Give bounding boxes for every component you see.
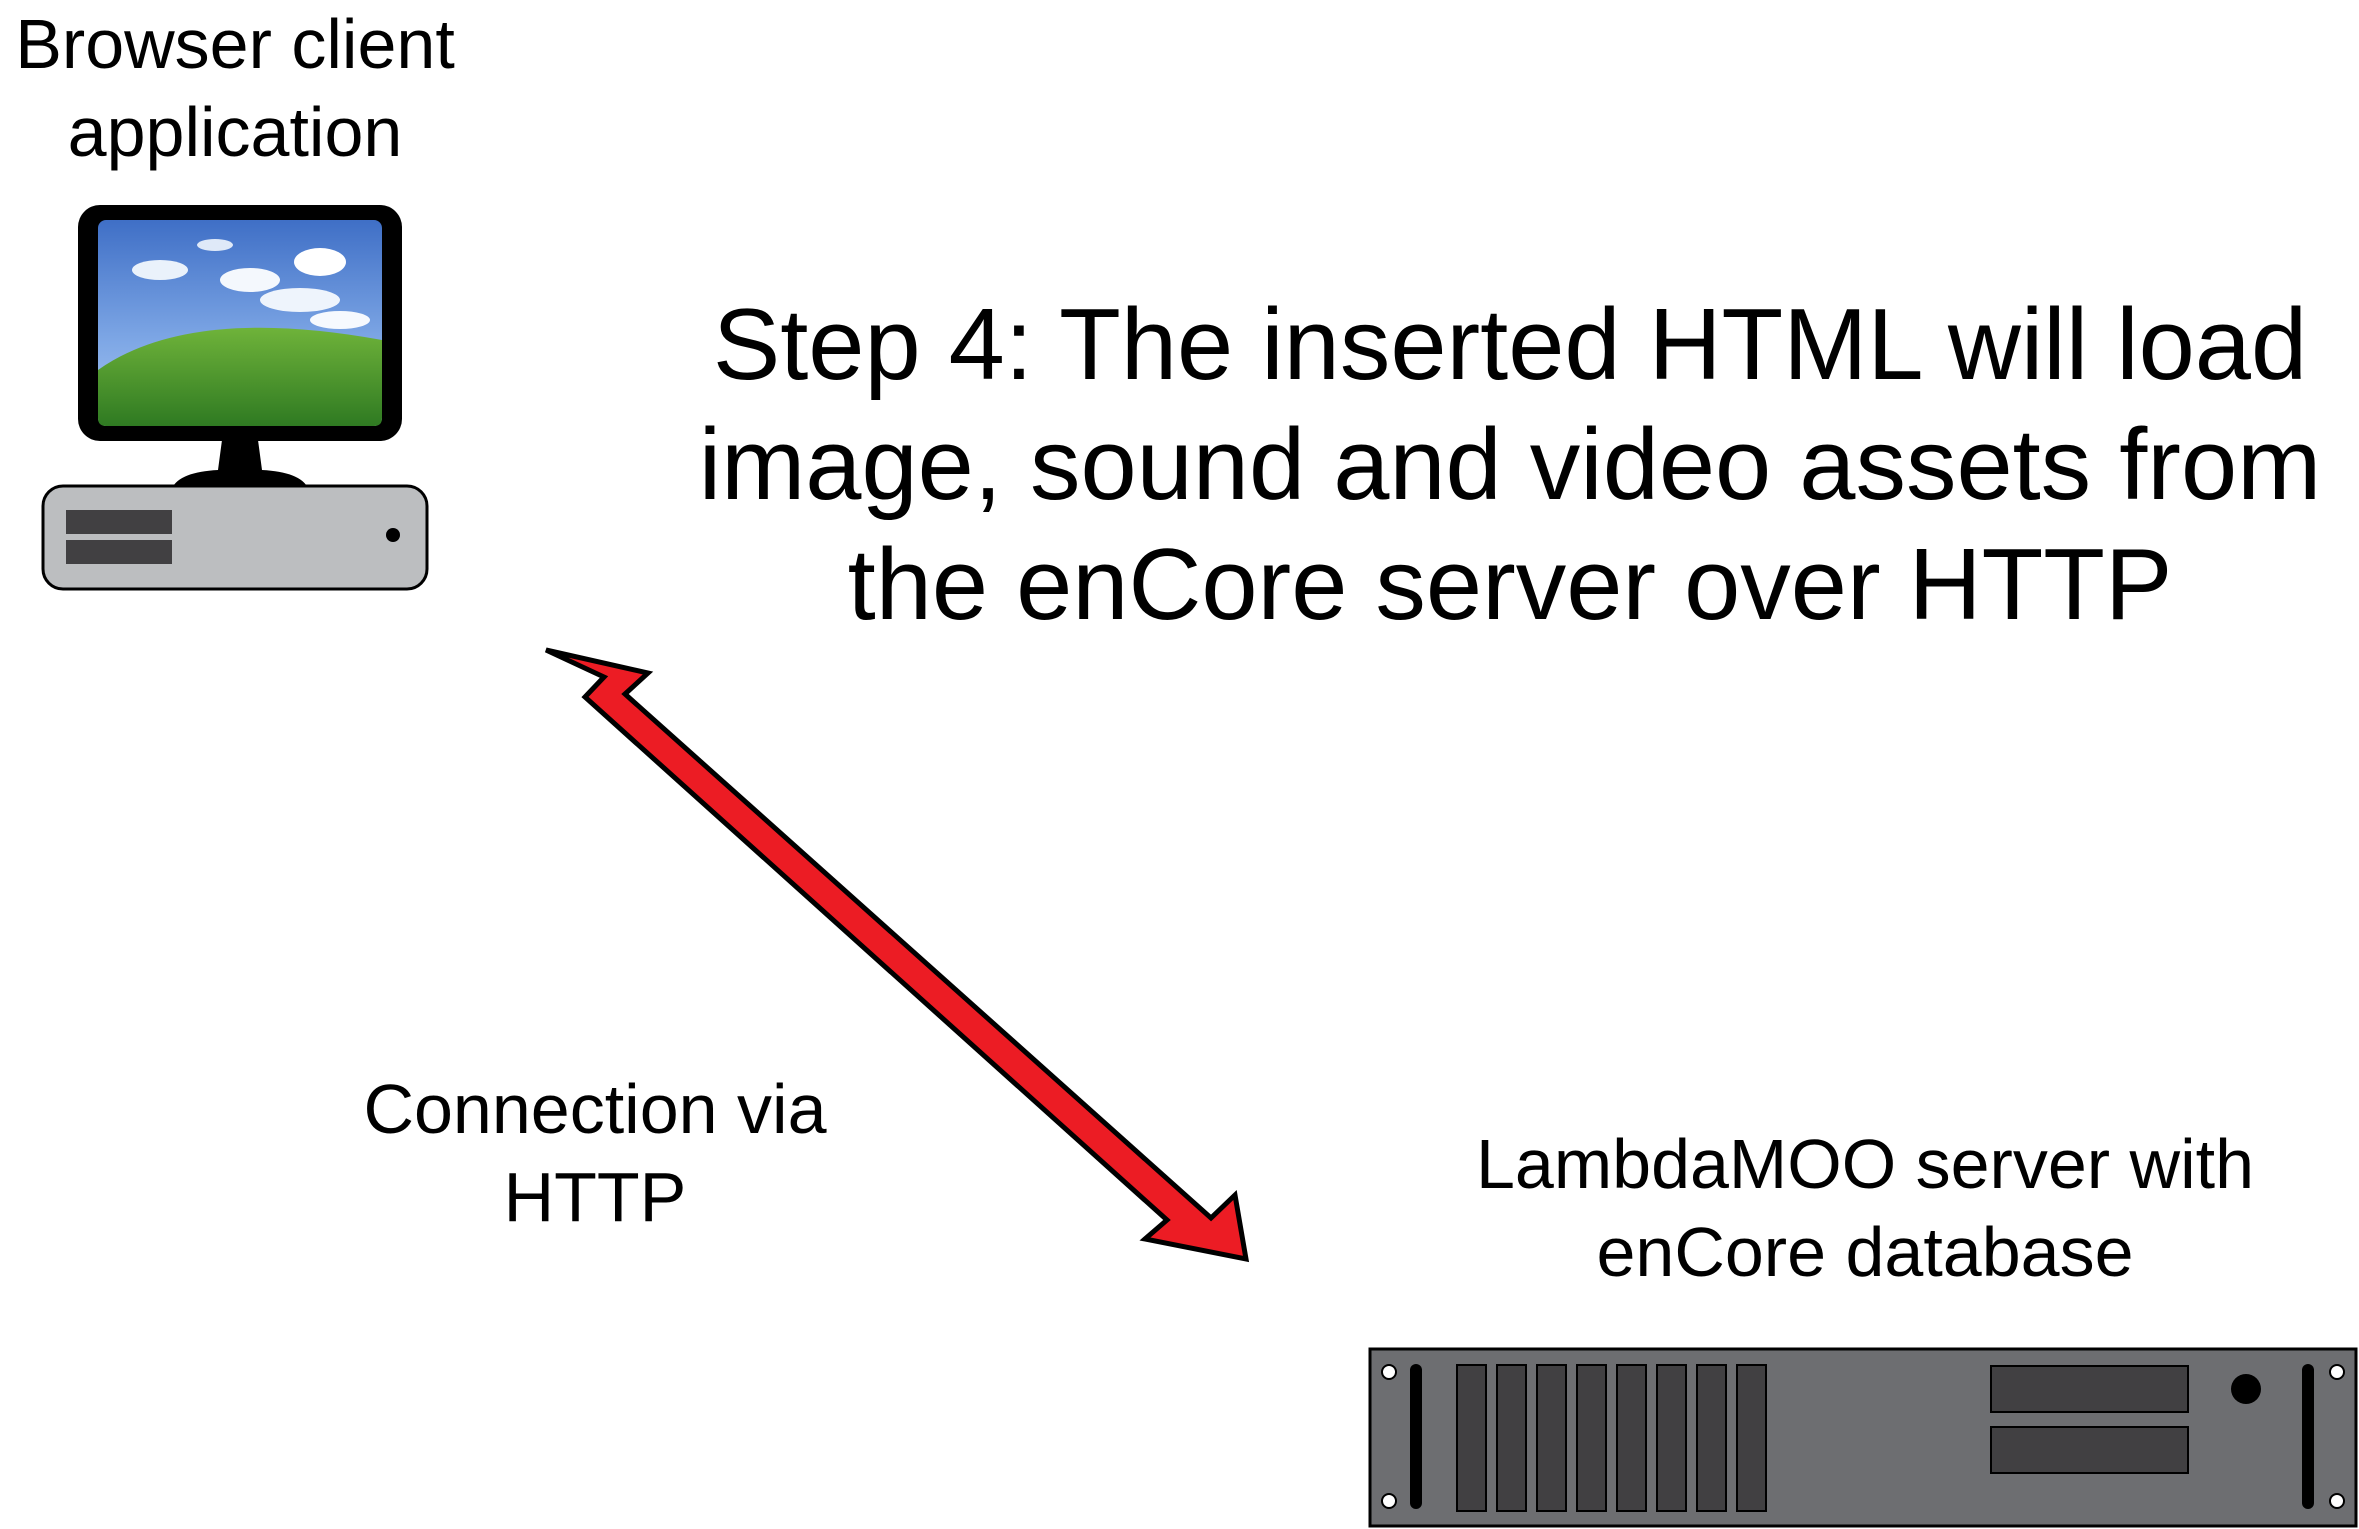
step-caption-line: image, sound and video assets from — [698, 409, 2322, 521]
power-light — [386, 528, 400, 542]
monitor-stand — [172, 440, 308, 488]
client-label-line: application — [67, 93, 403, 171]
connection-label-line: Connection via — [363, 1070, 827, 1148]
server-chassis — [1368, 1347, 2358, 1528]
mount-hole — [1381, 1493, 1397, 1509]
client-label-line: Browser client — [15, 5, 455, 83]
step-caption-line: Step 4: The inserted HTML will load — [712, 289, 2308, 401]
mount-hole — [1381, 1364, 1397, 1380]
mount-hole — [2329, 1364, 2345, 1380]
optical-drive — [1990, 1426, 2189, 1474]
drive-slots — [1456, 1364, 1767, 1512]
optical-drive — [1990, 1365, 2189, 1413]
connection-label-line: HTTP — [503, 1158, 687, 1236]
step-caption-line: the enCore server over HTTP — [847, 529, 2173, 641]
server-label-line: LambdaMOO server with — [1475, 1125, 2255, 1203]
mount-hole — [2329, 1493, 2345, 1509]
connection-label: Connection via HTTP — [295, 1065, 895, 1241]
server-label-line: enCore database — [1596, 1213, 2134, 1291]
client-label: Browser client application — [0, 0, 470, 176]
monitor-frame — [78, 205, 402, 441]
monitor-screen — [98, 220, 382, 426]
power-button — [2231, 1374, 2261, 1404]
rack-handle — [1410, 1364, 1422, 1509]
step-caption: Step 4: The inserted HTML will load imag… — [690, 285, 2330, 645]
computer-case — [41, 484, 429, 591]
drive-bay — [66, 510, 172, 534]
server-label: LambdaMOO server with enCore database — [1385, 1120, 2345, 1296]
rack-handle — [2302, 1364, 2314, 1509]
drive-bay — [66, 540, 172, 564]
